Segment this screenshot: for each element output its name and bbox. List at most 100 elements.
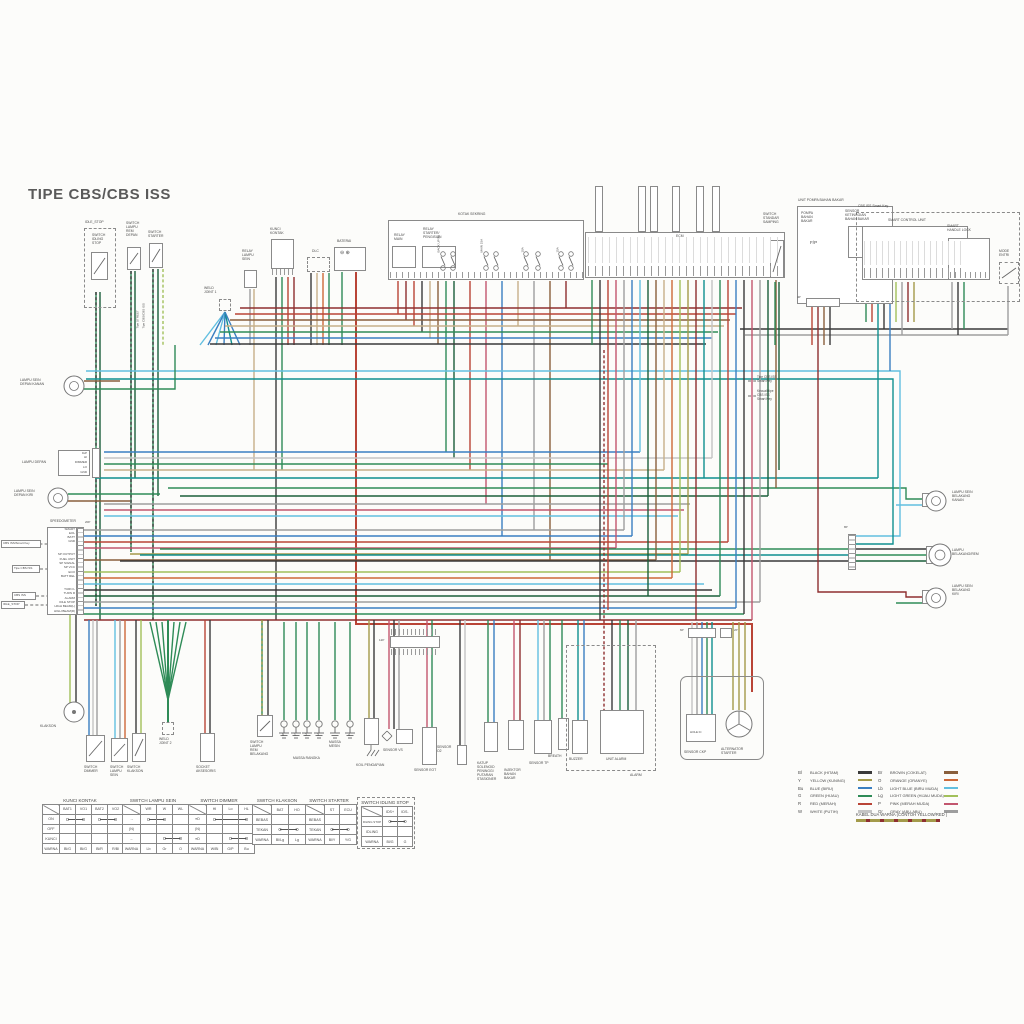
wire	[84, 345, 176, 390]
legend-name: BLACK (HITAM)	[810, 770, 839, 775]
wire	[215, 311, 226, 346]
legend-name: BLUE (BIRU)	[810, 785, 834, 791]
wire	[113, 743, 126, 757]
legend-swatch	[944, 771, 958, 774]
table-header-cell: HO	[288, 804, 306, 815]
tag-cbs-iss-smart-key	[1, 540, 41, 548]
switch-standar-samping-label: SWITCH STANDAR SAMPING	[763, 212, 779, 225]
table-cell	[382, 826, 398, 837]
speedometer-pin: EOL	[68, 530, 75, 535]
injektor-bahan-bakar-label: INJEKTOR BAHAN BAKAR	[504, 768, 521, 781]
baterai	[334, 247, 366, 271]
table-row-label: WARNA	[42, 843, 60, 854]
weld-joint-2	[162, 722, 174, 735]
speedometer-pin: ECO	[68, 569, 75, 574]
wire	[386, 735, 393, 742]
table-header-cell: W	[156, 804, 173, 815]
smart-control-unit	[862, 226, 968, 280]
katup-solenoid	[484, 722, 498, 752]
bulb-icon	[315, 720, 323, 728]
switch-lampu-sein-switch-label: SWITCH LAMPU SEIN	[110, 765, 124, 778]
table-cell	[140, 833, 157, 845]
wire	[151, 248, 161, 263]
bulb-icon	[725, 710, 753, 738]
wire	[168, 487, 922, 500]
speedometer-pin: HIGH BEAM(L)	[54, 604, 75, 609]
massa-mesin-label: MASSA MESIN	[329, 740, 341, 749]
wire	[167, 621, 175, 701]
sensor-tp	[534, 720, 552, 754]
table-row-label: TEKAN	[305, 824, 325, 835]
table-header-cell: BAT	[271, 804, 289, 815]
ecm-pin-ticks	[588, 266, 782, 276]
table-header-cell: BAT2	[91, 804, 108, 815]
sensor-ckp	[686, 714, 716, 742]
bulb-icon	[53, 493, 63, 503]
ecm-top-bar-4	[672, 186, 680, 232]
switch-idling-stop-label: SWITCH IDLING STOP	[92, 233, 106, 246]
tag-idle-stop	[1, 601, 25, 609]
sensor-o2	[457, 745, 467, 765]
switch-idling-stop	[91, 252, 108, 280]
legend-name: LIGHT GREEN (HIJAU MUDA)	[890, 793, 944, 799]
legend-swatch	[858, 779, 872, 782]
table-cell	[75, 823, 92, 835]
lampu-depan-label: LAMPU DEPAN	[22, 460, 47, 464]
table-row-label: WARNA	[122, 843, 141, 854]
switch-starter-label: SWITCH STARTER	[148, 230, 164, 239]
bulb-icon	[568, 251, 574, 257]
switch-lampu-sein-table-title: SWITCH LAMPU SEIN	[129, 797, 177, 803]
wire	[483, 256, 489, 266]
tag-tipe-cbs-iss	[12, 565, 40, 573]
dlc-label: DLC	[312, 249, 319, 253]
wire	[366, 749, 372, 757]
massa-rangka-label: MASSA RANGKA	[293, 756, 320, 760]
wire	[370, 749, 376, 757]
table-cell: Y/G	[339, 834, 357, 845]
legend-two-tone-note: KABEL DUA WARNA (CONTOH YELLOW/RED )	[856, 812, 948, 817]
fp-connector	[806, 298, 840, 307]
table-cell	[91, 833, 108, 845]
table-cell	[238, 823, 255, 835]
table-cell	[107, 823, 124, 835]
speedometer-label: SPEEDOMETER	[50, 519, 76, 523]
speedo-connector	[77, 527, 84, 615]
legend-code: O	[878, 777, 882, 783]
table-cell: G/P	[222, 843, 239, 854]
sensor-o2-label: SENSOR O2	[437, 745, 452, 754]
tag-tipe-cbs-iss-label: Tipe CBS ISS	[14, 566, 33, 570]
wire	[381, 730, 388, 737]
conn-6p-label: 6P	[680, 628, 684, 632]
legend-code: G	[798, 793, 802, 799]
lampu-belakang-rem-label: LAMPU BELAKANG/REM	[952, 548, 979, 557]
8p-ticks	[848, 535, 856, 569]
lampu-depan-connector	[92, 448, 100, 478]
table-cell	[107, 833, 124, 845]
legend-code: P	[878, 801, 881, 807]
wire	[86, 370, 901, 537]
relay-starter-pengisian-label: RELAY STARTER/ PENGISIAN	[423, 227, 442, 240]
lampu-sein-depan-kanan-label: LAMPU SEIN DEPAN KANAN	[20, 378, 45, 387]
legend-swatch	[944, 787, 958, 790]
table-header-cell: WR	[140, 804, 157, 815]
table-row-label: IDLING STOP	[361, 816, 383, 827]
kunci-kontak	[271, 239, 294, 269]
switch-klakson	[132, 733, 146, 762]
wire	[772, 245, 782, 273]
sensor-eot-label: SENSOR EOT	[414, 768, 437, 772]
conn-12p-label: 12P	[379, 638, 385, 642]
wire	[167, 621, 181, 701]
table-header-cell: ECU	[339, 804, 357, 815]
speedometer	[47, 527, 77, 615]
relay-main-label: RELAY MAIN	[394, 233, 405, 242]
fuse-backup-label: BACK UP 5A	[436, 234, 441, 253]
legend-swatch	[944, 810, 958, 813]
legend-swatch	[944, 794, 958, 797]
wire	[93, 257, 106, 275]
table-header-cell	[188, 804, 207, 815]
